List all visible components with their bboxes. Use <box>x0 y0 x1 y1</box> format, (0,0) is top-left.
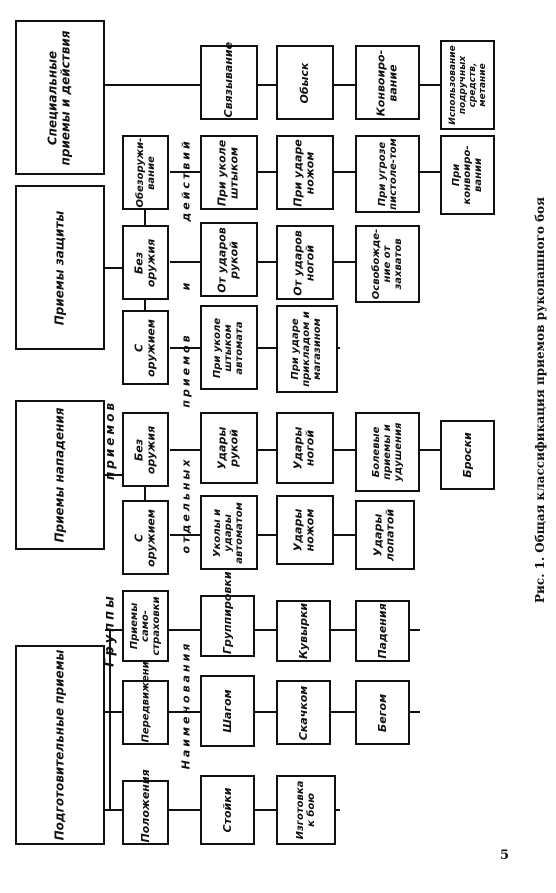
node-box-7: Приемы само-страховки <box>122 590 169 662</box>
node-box-24: От ударов рукой <box>200 222 258 297</box>
node-box-35: Использование подручных средств, метание <box>440 40 495 130</box>
node-box-33-label: Обыск <box>297 62 311 103</box>
node-box-15: Без оружия <box>122 412 169 487</box>
axis-label-5: и <box>179 279 193 291</box>
node-box-22: При ударе прикладом и магазином <box>276 305 338 393</box>
node-box-7-label: Приемы само-страховки <box>128 596 163 656</box>
node-box-12: Уколы и удары автоматом <box>200 495 258 570</box>
node-box-4: Шагом <box>200 675 255 747</box>
node-box-30: При угрозе пистоле-том <box>355 135 420 213</box>
node-box-25-label: От ударов ногой <box>291 229 317 296</box>
node-box-0: Положения <box>122 768 169 845</box>
node-box-13: Удары ножом <box>276 495 334 565</box>
axis-label-2: отдельных <box>179 456 193 554</box>
group-box-1: Приемы нападения <box>15 400 105 550</box>
node-box-6-label: Бегом <box>375 693 389 732</box>
node-box-26-label: Освобожде-ние от захватов <box>370 228 405 300</box>
node-box-33: Обыск <box>276 45 334 120</box>
group-box-3: Специальные приемы и действия <box>15 20 105 175</box>
node-box-1: Стойки <box>200 775 255 845</box>
axis-label-1: Наименования <box>179 640 193 770</box>
node-box-8: Группировки <box>200 571 255 657</box>
group-box-3-label: Специальные приемы и действия <box>45 30 73 165</box>
node-box-3: Передвижения <box>122 654 169 745</box>
node-box-32-label: Связывание <box>221 41 235 117</box>
node-box-21-label: При уколе штыком автомата <box>212 317 246 378</box>
node-box-29-label: При ударе ножом <box>291 138 317 207</box>
axis-label-0: Группы <box>102 593 118 667</box>
node-box-5: Скачком <box>276 680 331 745</box>
figure-caption: Рис. 1. Общая классификация приемов руко… <box>533 197 547 603</box>
node-box-25: От ударов ногой <box>276 225 334 300</box>
node-box-24-label: От ударов рукой <box>215 226 241 293</box>
node-box-28-label: При уколе штыком <box>215 139 241 206</box>
node-box-3-label: Передвижения <box>139 654 151 742</box>
node-box-28: При уколе штыком <box>200 135 258 210</box>
node-box-34-label: Конвоиро-вание <box>374 49 400 116</box>
node-box-23: Без оружия <box>122 225 169 300</box>
node-box-20: С оружием <box>122 310 169 385</box>
node-box-26: Освобожде-ние от захватов <box>355 225 420 303</box>
group-box-2: Приемы защиты <box>15 185 105 350</box>
node-box-10-label: Падения <box>375 603 389 659</box>
node-box-14: Удары лопатой <box>355 500 415 570</box>
node-box-11: С оружием <box>122 500 169 575</box>
group-box-1-label: Приемы нападения <box>52 407 67 543</box>
node-box-8-label: Группировки <box>220 571 234 654</box>
node-box-31-label: При конвоиро-вании <box>450 145 485 205</box>
node-box-32: Связывание <box>200 41 258 120</box>
node-box-30-label: При угрозе пистоле-том <box>376 138 399 210</box>
node-box-35-label: Использование подручных средств, метание <box>447 45 488 125</box>
node-box-20-label: С оружием <box>132 318 158 377</box>
node-box-14-label: Удары лопатой <box>371 508 397 562</box>
node-box-18-label: Болевые приемы и удушения <box>370 422 405 482</box>
node-box-1-label: Стойки <box>220 787 234 833</box>
node-box-27: Обезоружи-вание <box>122 135 169 210</box>
node-box-4-label: Шагом <box>220 689 234 733</box>
node-box-5-label: Скачком <box>296 685 310 740</box>
node-box-22-label: При ударе прикладом и магазином <box>290 311 324 387</box>
node-box-16-label: Удары рукой <box>215 426 241 470</box>
node-box-17-label: Удары ногой <box>291 426 317 470</box>
node-box-19-label: Броски <box>460 432 474 478</box>
node-box-27-label: Обезоружи-вание <box>134 137 157 207</box>
group-box-0: Подготовительные приемы <box>15 645 105 845</box>
node-box-9: Кувырки <box>276 600 331 662</box>
node-box-2-label: Изготовка к бою <box>294 780 317 840</box>
group-box-0-label: Подготовительные приемы <box>52 649 67 841</box>
node-box-6: Бегом <box>355 680 410 745</box>
node-box-21: При уколе штыком автомата <box>200 305 258 390</box>
node-box-34: Конвоиро-вание <box>355 45 420 120</box>
node-box-17: Удары ногой <box>276 412 334 484</box>
axis-label-6: действий <box>179 138 193 222</box>
node-box-13-label: Удары ножом <box>291 508 317 552</box>
node-box-31: При конвоиро-вании <box>440 135 495 215</box>
axis-label-3: приемов <box>103 399 117 481</box>
node-box-9-label: Кувырки <box>296 602 310 659</box>
node-box-2: Изготовка к бою <box>276 775 336 845</box>
node-box-29: При ударе ножом <box>276 135 334 210</box>
node-box-19: Броски <box>440 420 495 490</box>
node-box-10: Падения <box>355 600 410 662</box>
node-box-11-label: С оружием <box>132 508 158 567</box>
node-box-15-label: Без оружия <box>132 425 158 474</box>
axis-label-4: приемов <box>179 332 193 408</box>
node-box-18: Болевые приемы и удушения <box>355 412 420 492</box>
node-box-0-label: Положения <box>138 768 152 842</box>
node-box-23-label: Без оружия <box>132 238 158 287</box>
node-box-16: Удары рукой <box>200 412 258 484</box>
node-box-12-label: Уколы и удары автоматом <box>212 501 246 564</box>
page-number: 5 <box>500 848 510 863</box>
group-box-2-label: Приемы защиты <box>52 210 67 325</box>
